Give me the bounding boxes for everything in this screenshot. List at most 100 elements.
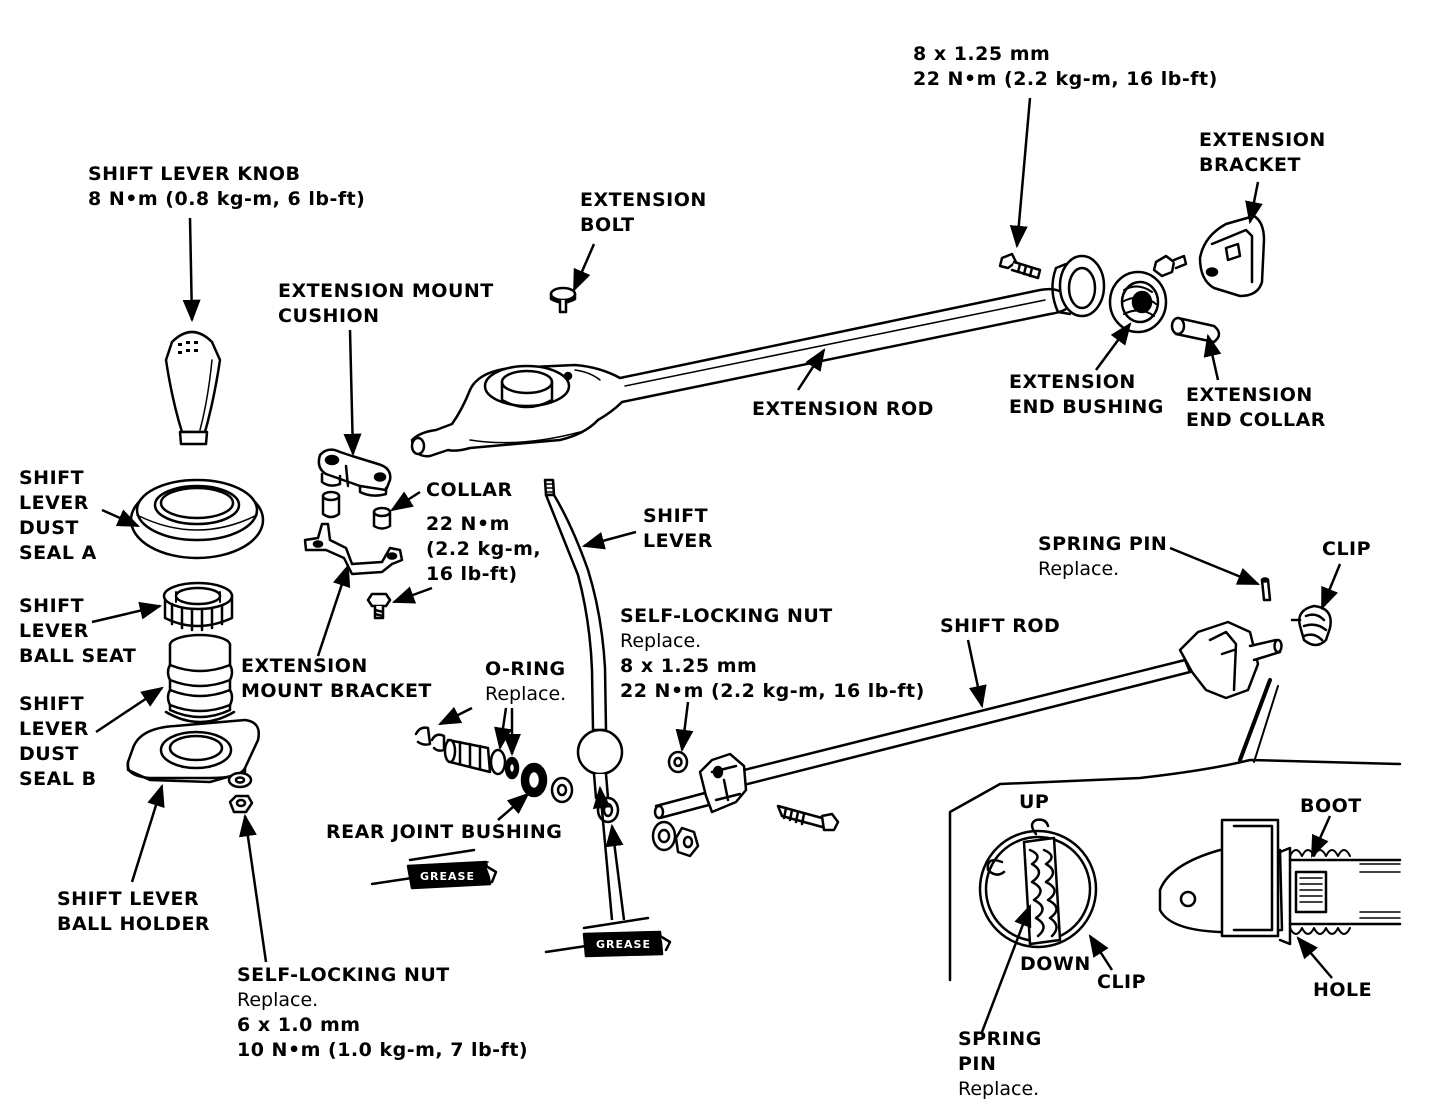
end-collar-line-1: EXTENSION	[1186, 384, 1313, 406]
shift-lever-icon	[543, 478, 624, 824]
arrow-ext-bracket	[1245, 181, 1263, 225]
inset-clip-label: CLIP	[1097, 971, 1147, 993]
mount-bracket-line-1: EXTENSION	[241, 655, 368, 677]
ext-bolt-spec-label: 8 x 1.25 mm 22 N•m (2.2 kg-m, 16 lb-ft)	[913, 42, 1218, 92]
inset-spring-pin-note: Replace.	[958, 1078, 1040, 1100]
knob-torque: 8 N•m (0.8 kg-m, 6 lb-ft)	[88, 188, 366, 210]
ext-bolt-torque: 22 N•m (2.2 kg-m, 16 lb-ft)	[913, 68, 1218, 90]
shift-lever-line-2: LEVER	[643, 530, 713, 552]
slnut-mid-note: Replace.	[620, 630, 702, 652]
grease-text-1: GREASE	[420, 870, 475, 883]
slnut-bottom-torque: 10 N•m (1.0 kg-m, 7 lb-ft)	[237, 1039, 529, 1061]
inset-hole-label: HOLE	[1313, 979, 1373, 1001]
ball-seat-line-2: LEVER	[19, 620, 89, 642]
extension-bracket-line-1: EXTENSION	[1199, 129, 1326, 151]
slnut-mid-torque: 22 N•m (2.2 kg-m, 16 lb-ft)	[620, 680, 925, 702]
cushion-line-2: CUSHION	[278, 305, 380, 327]
arrow-shift-lever	[581, 530, 637, 550]
shift-rod-bolt-icon	[776, 804, 840, 832]
extension-bracket-label: EXTENSION BRACKET	[1199, 128, 1326, 178]
collar-name: COLLAR	[426, 479, 513, 501]
slnut-mid-size: 8 x 1.25 mm	[620, 655, 758, 677]
arrow-dust-seal-a	[101, 508, 141, 528]
spring-pin-top-note: Replace.	[1038, 558, 1120, 580]
self-locking-nut-small-icon	[227, 771, 254, 814]
arrow-collar	[390, 490, 421, 512]
rear-joint-parts-icon	[414, 726, 574, 804]
extension-bolt-icon	[549, 286, 577, 314]
extension-bolt-label: EXTENSION BOLT	[580, 188, 707, 238]
arrow-oring-1	[437, 706, 473, 726]
inset-down-label: DOWN	[1020, 953, 1091, 975]
arrow-cushion	[343, 329, 362, 457]
arrow-mount-bracket	[316, 563, 351, 657]
rear-joint-bushing-label: REAR JOINT BUSHING	[326, 821, 563, 843]
slnut-mid-name: SELF-LOCKING NUT	[620, 605, 833, 627]
slnut-bottom-note: Replace.	[237, 989, 319, 1011]
ball-holder-label: SHIFT LEVER BALL HOLDER	[57, 887, 210, 937]
collar-torque-1: 22 N•m	[426, 513, 510, 535]
grease-tube-2-icon	[544, 916, 672, 958]
grease-tube-1-icon	[370, 848, 498, 890]
ball-holder-line-2: BALL HOLDER	[57, 913, 211, 935]
dust-seal-a-label: SHIFT LEVER DUST SEAL A	[19, 466, 97, 566]
arrow-self-lock-bottom	[238, 813, 268, 963]
arrow-inset-clip	[1088, 934, 1114, 971]
arrow-clip-top	[1320, 563, 1342, 611]
arrow-end-bushing	[1094, 322, 1132, 371]
arrow-extension-bolt	[572, 243, 596, 293]
dust-seal-b-line-1: SHIFT	[19, 693, 85, 715]
arrow-self-lock-mid	[675, 701, 694, 753]
arrow-ball-holder	[130, 783, 165, 883]
arrow-bolt-torque	[391, 586, 433, 604]
dust-seal-b-line-2: LEVER	[19, 718, 89, 740]
dust-seal-a-line-3: DUST	[19, 517, 79, 539]
arrow-rear-bushing	[497, 792, 530, 821]
inset-spring-pin-line-1: SPRING	[958, 1028, 1042, 1050]
arrow-grease-2	[605, 823, 626, 921]
inset-pointer-icon	[1238, 678, 1279, 763]
ball-holder-line-1: SHIFT LEVER	[57, 888, 200, 910]
slnut-bottom-name: SELF-LOCKING NUT	[237, 964, 450, 986]
dust-seal-a-line-1: SHIFT	[19, 467, 85, 489]
o-ring-name: O-RING	[485, 658, 566, 680]
inset-boot-label: BOOT	[1300, 795, 1362, 817]
self-locking-nut-bottom-label: SELF-LOCKING NUT Replace. 6 x 1.0 mm 10 …	[237, 963, 528, 1063]
arrow-ext-rod	[796, 348, 826, 391]
dust-seal-b-line-4: SEAL B	[19, 768, 97, 790]
collar-torque-2: (2.2 kg-m,	[426, 538, 542, 560]
dust-seal-b-icon	[164, 633, 236, 724]
cushion-line-1: EXTENSION MOUNT	[278, 280, 494, 302]
spring-pin-top-label: SPRING PIN Replace.	[1038, 532, 1167, 582]
ball-seat-line-1: SHIFT	[19, 595, 85, 617]
inset-spring-pin-line-2: PIN	[958, 1053, 997, 1075]
mount-bracket-icon	[303, 522, 404, 576]
self-locking-nut-mid-label: SELF-LOCKING NUT Replace. 8 x 1.25 mm 22…	[620, 604, 925, 704]
collar-torque-3: 16 lb-ft)	[426, 563, 518, 585]
arrow-oring-2	[494, 707, 512, 751]
collar-label: COLLAR 22 N•m (2.2 kg-m, 16 lb-ft)	[426, 478, 541, 587]
inset-up-label: UP	[1019, 791, 1050, 813]
inset-boot-detail-icon	[1158, 818, 1402, 946]
mount-collar-icon	[321, 490, 392, 530]
extension-bracket-line-2: BRACKET	[1199, 154, 1301, 176]
extension-end-collar-label: EXTENSION END COLLAR	[1186, 383, 1326, 433]
mount-bolt-icon	[366, 592, 392, 620]
extension-mount-bracket-label: EXTENSION MOUNT BRACKET	[241, 654, 432, 704]
mount-bracket-line-2: MOUNT BRACKET	[241, 680, 432, 702]
extension-assembly-icon	[410, 287, 1072, 458]
ball-seat-icon	[162, 581, 234, 632]
dust-seal-a-line-4: SEAL A	[19, 542, 97, 564]
ext-bolt-size: 8 x 1.25 mm	[913, 43, 1051, 65]
extension-bolt-line-1: EXTENSION	[580, 189, 707, 211]
shift-lever-knob-label: SHIFT LEVER KNOB 8 N•m (0.8 kg-m, 6 lb-f…	[88, 162, 365, 212]
o-ring-note: Replace.	[485, 683, 567, 705]
extension-rod-label: EXTENSION ROD	[752, 398, 934, 420]
ball-holder-plate-icon	[126, 718, 260, 784]
shift-rod-label: SHIFT ROD	[940, 615, 1061, 637]
extension-end-hardware-icon	[998, 214, 1266, 344]
extension-bolt-line-2: BOLT	[580, 214, 635, 236]
clip-top-label: CLIP	[1322, 538, 1372, 560]
